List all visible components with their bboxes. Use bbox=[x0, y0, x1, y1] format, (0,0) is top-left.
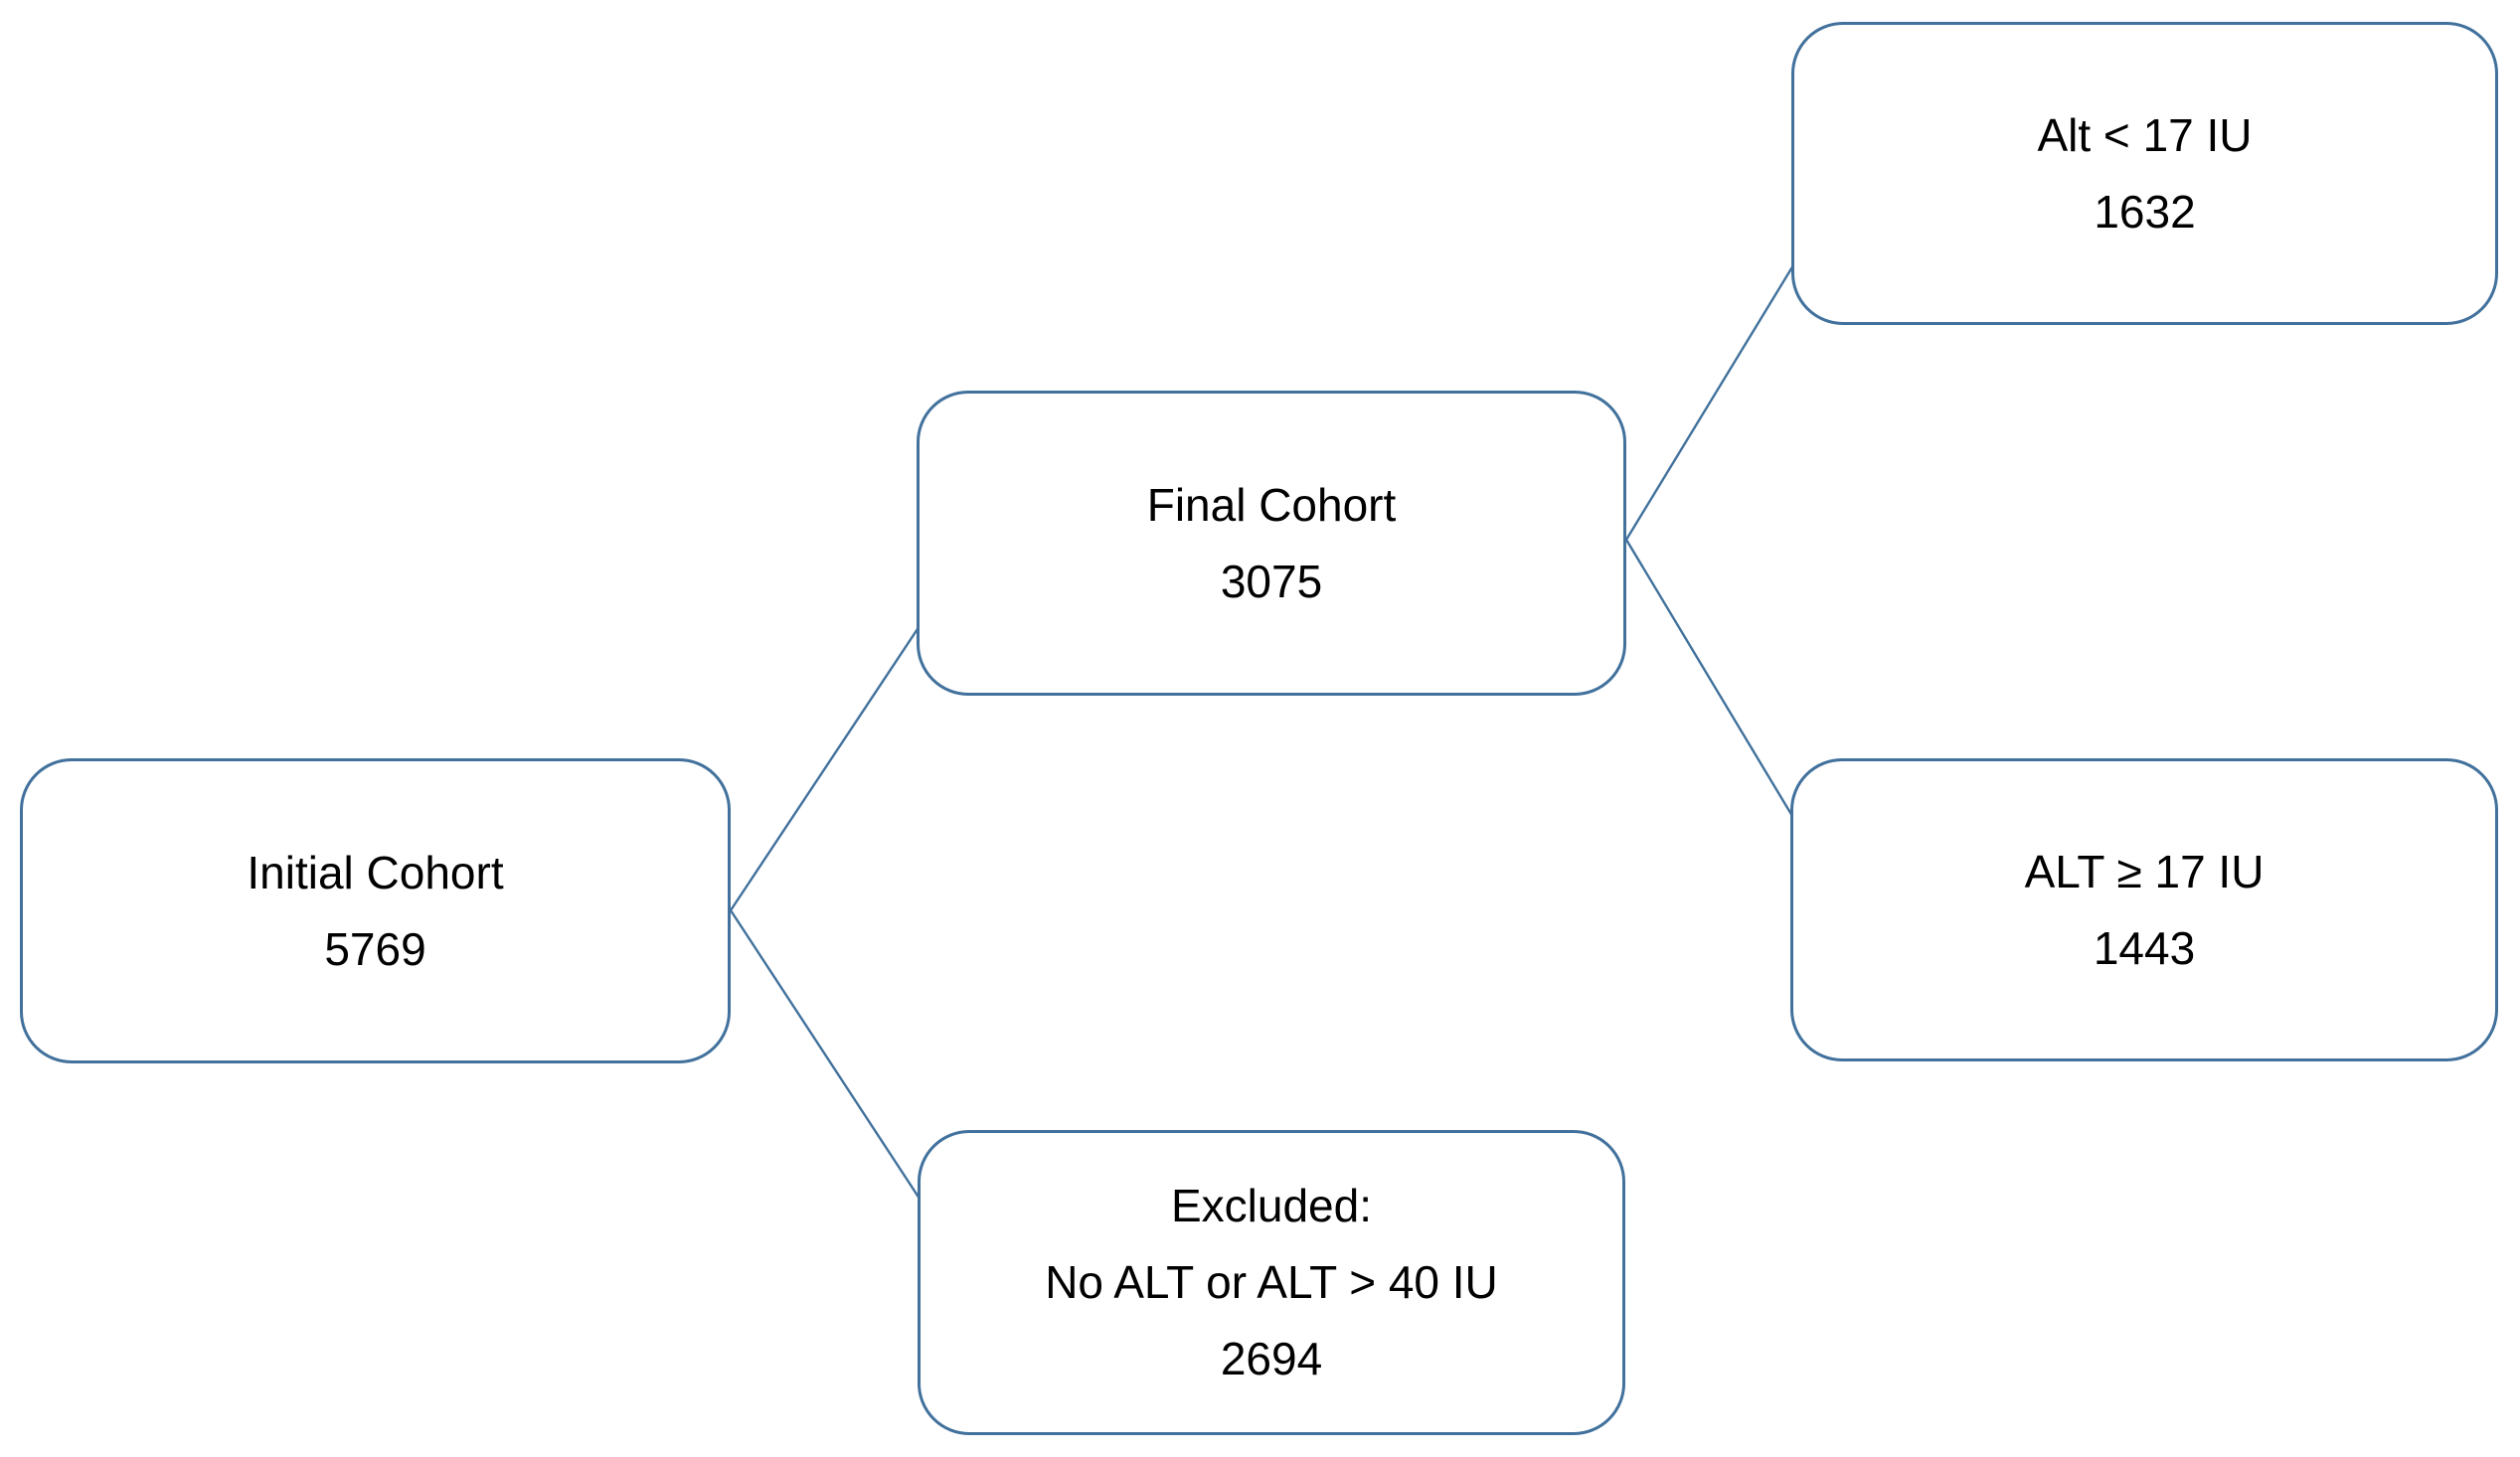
node-alt-below-17-count: 1632 bbox=[2094, 185, 2196, 238]
node-alt-below-17: Alt < 17 IU 1632 bbox=[1791, 22, 2498, 325]
node-final-cohort-count: 3075 bbox=[1220, 555, 1323, 607]
node-initial-cohort: Initial Cohort 5769 bbox=[20, 758, 731, 1063]
node-excluded-label: Excluded: bbox=[1170, 1180, 1372, 1231]
node-initial-cohort-count: 5769 bbox=[324, 922, 426, 975]
node-excluded-count: 2694 bbox=[1220, 1333, 1323, 1384]
node-alt-above-17: ALT ≥ 17 IU 1443 bbox=[1790, 758, 2498, 1061]
node-excluded-criteria: No ALT or ALT > 40 IU bbox=[1045, 1256, 1498, 1308]
node-initial-cohort-label: Initial Cohort bbox=[247, 846, 504, 898]
node-alt-below-17-label: Alt < 17 IU bbox=[2037, 108, 2253, 161]
node-excluded: Excluded: No ALT or ALT > 40 IU 2694 bbox=[918, 1130, 1625, 1435]
node-final-cohort-label: Final Cohort bbox=[1146, 478, 1397, 531]
node-alt-above-17-label: ALT ≥ 17 IU bbox=[2024, 845, 2265, 897]
node-alt-above-17-count: 1443 bbox=[2093, 921, 2196, 974]
node-final-cohort: Final Cohort 3075 bbox=[917, 391, 1626, 696]
